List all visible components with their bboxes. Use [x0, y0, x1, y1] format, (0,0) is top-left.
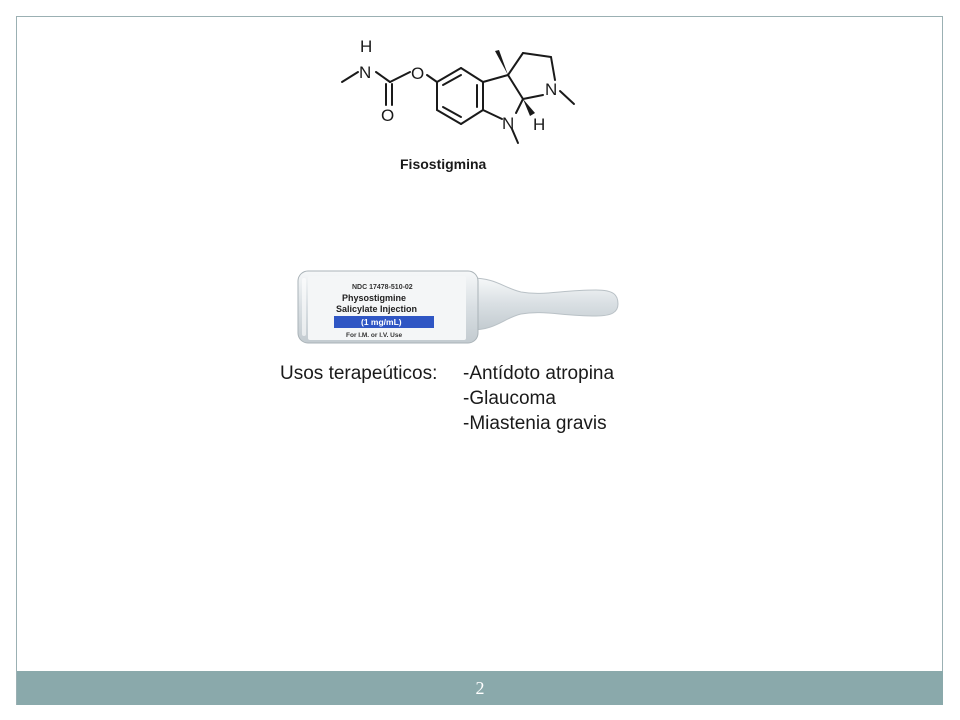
atom-o-carbonyl: O [381, 106, 394, 125]
footer-bar: 2 [17, 671, 943, 705]
ampoule-line2: Salicylate Injection [336, 304, 417, 314]
atom-n-indoline: N [502, 114, 514, 133]
ampoule-ndc: NDC 17478-510-02 [352, 284, 413, 291]
list-item: -Antídoto atropina [463, 363, 615, 384]
physostigmine-structure: H N O O N N H [341, 37, 575, 144]
ampoule-route: For I.M. or I.V. Use [346, 332, 402, 339]
page-number: 2 [475, 678, 485, 698]
atom-h-stereo: H [533, 115, 545, 134]
therapeutic-uses-label: Usos terapeúticos: [280, 363, 438, 384]
atom-h-top: H [360, 37, 372, 56]
atom-n-carbamate: N [359, 63, 371, 82]
atom-n-pyrrolidine: N [545, 80, 557, 99]
therapeutic-uses-list: -Antídoto atropina -Glaucoma -Miastenia … [463, 363, 614, 438]
list-item: -Miastenia gravis [463, 413, 607, 434]
list-item: -Glaucoma [463, 388, 556, 409]
physostigmine-ampoule: NDC 17478-510-02 Physostigmine Salicylat… [297, 270, 619, 344]
compound-name: Fisostigmina [400, 156, 487, 172]
ampoule-line1: Physostigmine [342, 293, 406, 303]
atom-o-ester: O [411, 64, 424, 83]
ampoule-concentration: (1 mg/mL) [361, 317, 402, 327]
